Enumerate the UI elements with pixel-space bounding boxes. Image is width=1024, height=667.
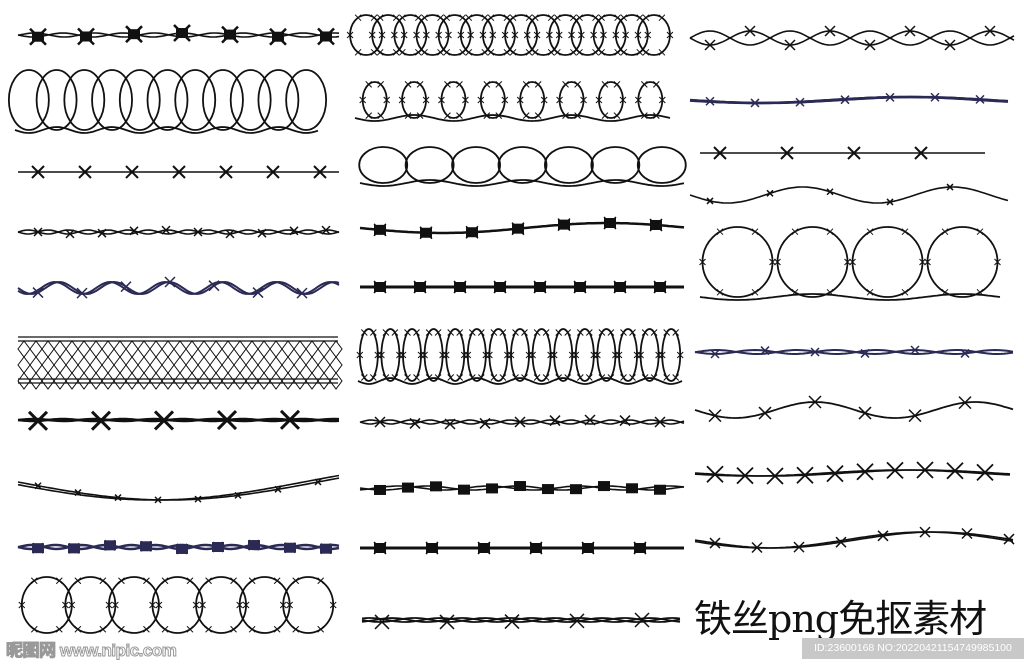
wire-7 [17, 409, 340, 431]
wire-13 [358, 146, 687, 187]
wire-15 [360, 280, 684, 294]
wire-2 [7, 69, 328, 134]
wire-1 [17, 24, 340, 46]
wire-20 [361, 612, 681, 630]
wire-11 [346, 14, 674, 56]
wire-10 [18, 576, 337, 634]
wire-16 [356, 328, 684, 385]
wire-5 [17, 276, 340, 299]
wire-29 [694, 526, 1015, 554]
collection-title: 铁丝png免抠素材 [694, 597, 987, 641]
wire-18 [359, 481, 685, 495]
wire-26 [694, 345, 1014, 359]
wire-8 [17, 474, 340, 504]
wire-25 [699, 226, 1001, 301]
wire-28 [694, 461, 1011, 485]
watermark-id: ID:23600168 NO:20220421154749985100 [802, 638, 1024, 659]
wire-9 [17, 539, 340, 555]
wire-23 [700, 146, 985, 160]
wire-3 [18, 165, 339, 179]
wire-4 [17, 225, 340, 239]
watermark-site: 昵图网 www.nipic.com [5, 641, 177, 661]
chain-link-fence [17, 336, 343, 390]
wire-24 [689, 183, 1009, 206]
wire-21 [689, 25, 1015, 51]
wire-19 [360, 541, 684, 555]
wire-14 [359, 216, 685, 240]
wire-17 [359, 414, 685, 430]
wire-22 [689, 92, 1009, 108]
wire-12 [354, 81, 671, 122]
wire-27 [694, 395, 1014, 423]
